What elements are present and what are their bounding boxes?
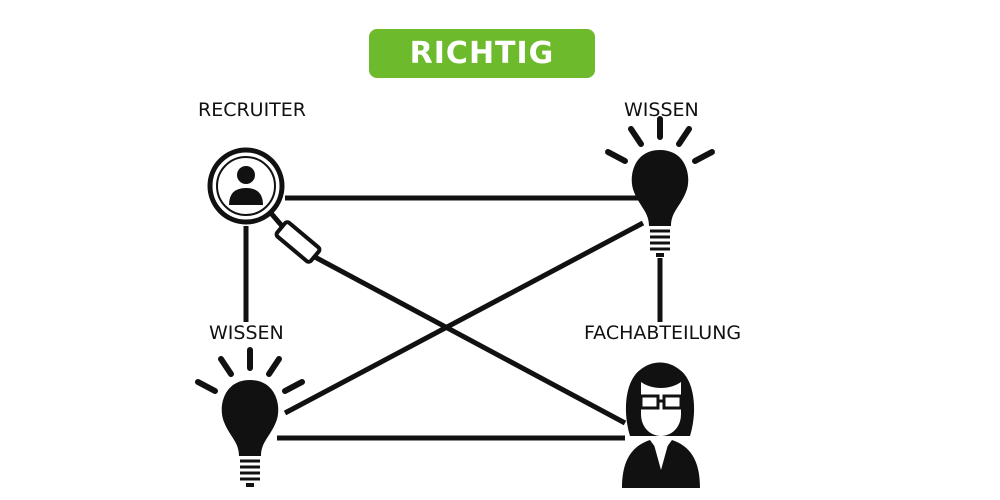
lightbulb-icon [605,116,715,257]
magnifier-person-icon [207,147,322,264]
fachabteilung-label: FACHABTEILUNG [584,322,742,344]
connection-lines [243,195,663,441]
line-wissen-top-wissen-bottom [283,220,645,416]
wissen-bottom-label: WISSEN [209,322,284,344]
woman-glasses-icon [622,362,700,488]
lightbulb-icon [195,347,305,487]
wissen-top-label: WISSEN [624,99,699,121]
richtig-badge: RICHTIG [369,29,595,78]
recruiter-label: RECRUITER [198,99,306,121]
line-recruiter-fachabteilung [311,253,627,426]
